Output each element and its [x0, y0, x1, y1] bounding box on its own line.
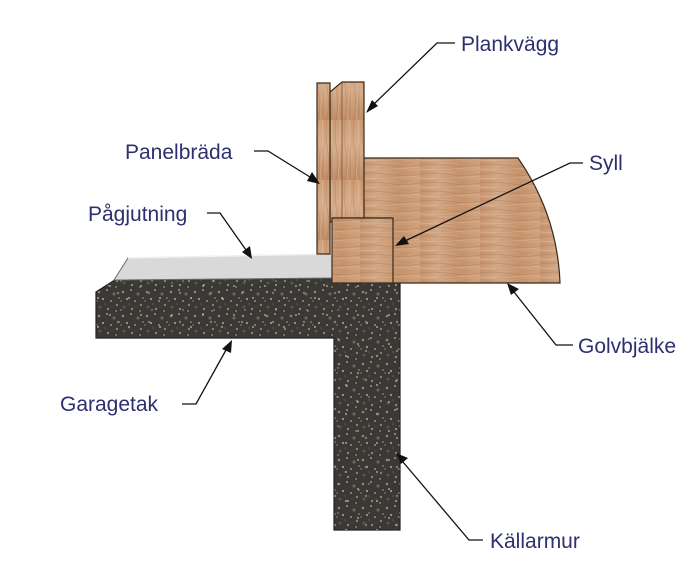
leader-lines [182, 42, 583, 541]
concrete-structure [95, 277, 401, 531]
label-garagetak: Garagetak [60, 393, 159, 416]
sill [331, 217, 394, 284]
panel-board [316, 82, 331, 255]
label-plankvagg: Plankvägg [461, 33, 559, 56]
label-kallarmur: Källarmur [490, 530, 580, 553]
label-panelbrada: Panelbräda [125, 141, 233, 164]
plank-wall [329, 81, 365, 223]
label-syll: Syll [589, 152, 623, 175]
label-pagjutning: Pågjutning [88, 203, 187, 226]
floor-joist [362, 157, 561, 284]
label-golvbjalke: Golvbjälke [578, 335, 676, 358]
